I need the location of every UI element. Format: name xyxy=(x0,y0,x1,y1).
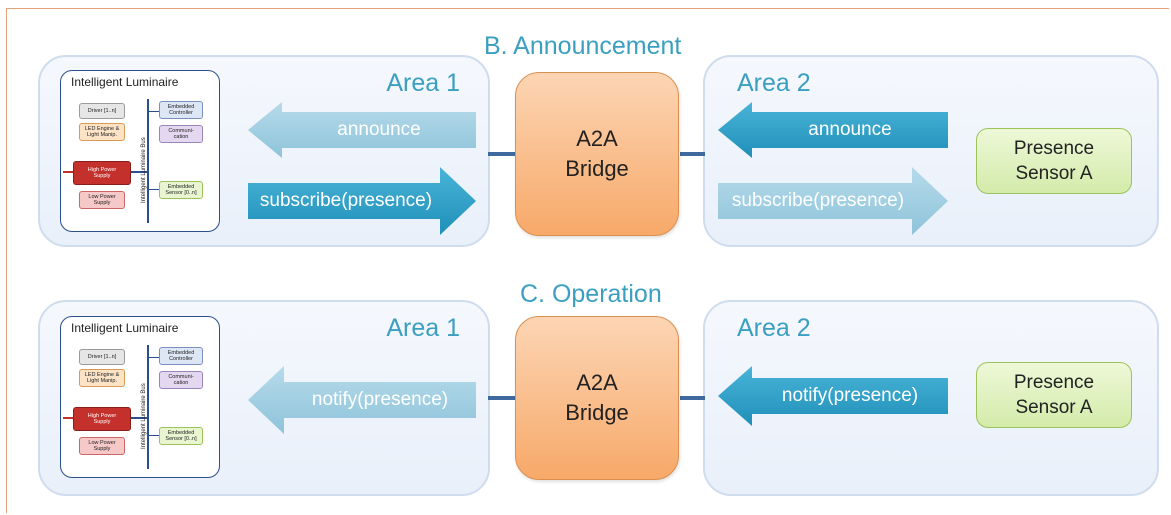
bridge-label-line1: A2A xyxy=(576,126,618,151)
section-title-announcement: B. Announcement xyxy=(484,32,682,60)
driver-box: Driver [1..n] xyxy=(79,103,125,119)
bridge-label-line2: Bridge xyxy=(565,400,629,425)
led-engine-box: LED Engine &Light Manip. xyxy=(79,369,125,387)
luminaire-bus-line xyxy=(147,99,149,223)
subscribe-arrow-right: subscribe(presence) xyxy=(718,167,948,235)
low-power-label-1: Low Power xyxy=(88,439,116,446)
sensor-label-line1: Presence xyxy=(1013,138,1095,159)
led-engine-label-1: LED Engine & xyxy=(84,125,120,132)
connector-line xyxy=(488,152,518,156)
bus-connector xyxy=(149,189,159,190)
low-power-label-2: Supply xyxy=(93,446,111,452)
intelligent-luminaire: Intelligent Luminaire Driver [1..n] LED … xyxy=(60,70,220,232)
bus-label: Intelligent Luminaire Bus xyxy=(141,137,147,203)
communication-label-2: cation xyxy=(173,134,189,140)
led-engine-label-2: Light Manip. xyxy=(87,378,117,384)
connector-line xyxy=(680,396,705,400)
luminaire-bus-line xyxy=(147,345,149,469)
connector-line xyxy=(488,396,518,400)
high-power-label-2: Supply xyxy=(93,173,111,179)
arrow-label: announce xyxy=(808,119,892,140)
led-engine-label-1: LED Engine & xyxy=(84,371,120,378)
area-label: Area 1 xyxy=(386,314,460,342)
arrow-label: notify(presence) xyxy=(311,389,449,410)
area-label: Area 1 xyxy=(386,69,460,97)
section-title-operation: C. Operation xyxy=(520,280,662,308)
area-label: Area 2 xyxy=(737,69,811,97)
a2a-bridge: A2A Bridge xyxy=(515,316,679,480)
high-power-label-1: High Power xyxy=(87,412,117,419)
embedded-sensor-label-2: Sensor [0..n] xyxy=(165,190,197,196)
embedded-controller-label-2: Controller xyxy=(169,110,193,116)
communication-label-1: Communi- xyxy=(168,373,194,380)
embedded-controller-label-1: Embedded xyxy=(167,349,195,356)
low-power-label-2: Supply xyxy=(93,200,111,206)
luminaire-title: Intelligent Luminaire xyxy=(71,75,179,89)
intelligent-luminaire: Intelligent Luminaire Driver [1..n] LED … xyxy=(60,316,220,478)
led-engine-label-2: Light Manip. xyxy=(87,132,117,138)
bus-connector xyxy=(131,171,147,173)
sensor-label-line2: Sensor A xyxy=(1015,397,1093,418)
communication-label-2: cation xyxy=(173,380,189,386)
subscribe-arrow-left: subscribe(presence) xyxy=(248,167,476,235)
bridge-label-line1: A2A xyxy=(576,370,618,395)
frame-top-border xyxy=(6,8,1169,9)
embedded-sensor-label-2: Sensor [0..n] xyxy=(165,436,197,442)
arrow-label: subscribe(presence) xyxy=(259,190,433,211)
area-label: Area 2 xyxy=(737,314,811,342)
embedded-sensor-label-1: Embedded xyxy=(167,183,195,190)
communication-box: Communi-cation xyxy=(159,371,203,389)
communication-box: Communi-cation xyxy=(159,125,203,143)
bus-connector xyxy=(149,357,159,358)
presence-sensor: Presence Sensor A xyxy=(976,362,1132,428)
power-connector xyxy=(63,171,73,173)
embedded-controller-label-2: Controller xyxy=(169,356,193,362)
high-power-label-1: High Power xyxy=(87,166,117,173)
bus-connector xyxy=(131,417,147,419)
announce-arrow-left: announce xyxy=(248,102,476,158)
communication-label-1: Communi- xyxy=(168,127,194,134)
high-power-label-2: Supply xyxy=(93,419,111,425)
led-engine-box: LED Engine &Light Manip. xyxy=(79,123,125,141)
embedded-sensor-label-1: Embedded xyxy=(167,429,195,436)
bus-connector xyxy=(149,111,159,112)
power-connector xyxy=(63,417,73,419)
arrow-label: subscribe(presence) xyxy=(731,190,905,211)
arrow-label: notify(presence) xyxy=(781,385,919,406)
notify-arrow-right: notify(presence) xyxy=(718,366,948,426)
luminaire-title: Intelligent Luminaire xyxy=(71,321,179,335)
bus-connector xyxy=(149,435,159,436)
bridge-label-line2: Bridge xyxy=(565,156,629,181)
announce-arrow-right: announce xyxy=(718,102,948,158)
bus-label: Intelligent Luminaire Bus xyxy=(141,383,147,449)
a2a-bridge: A2A Bridge xyxy=(515,72,679,236)
frame-left-border xyxy=(6,8,7,513)
connector-line xyxy=(680,152,705,156)
driver-label: Driver [1..n] xyxy=(87,353,117,360)
sensor-label-line2: Sensor A xyxy=(1015,163,1093,184)
driver-label: Driver [1..n] xyxy=(87,107,117,114)
notify-arrow-left: notify(presence) xyxy=(248,366,476,434)
embedded-controller-label-1: Embedded xyxy=(167,103,195,110)
low-power-label-1: Low Power xyxy=(88,193,116,200)
arrow-label: announce xyxy=(337,119,421,140)
sensor-label-line1: Presence xyxy=(1013,372,1095,393)
presence-sensor: Presence Sensor A xyxy=(976,128,1132,194)
driver-box: Driver [1..n] xyxy=(79,349,125,365)
